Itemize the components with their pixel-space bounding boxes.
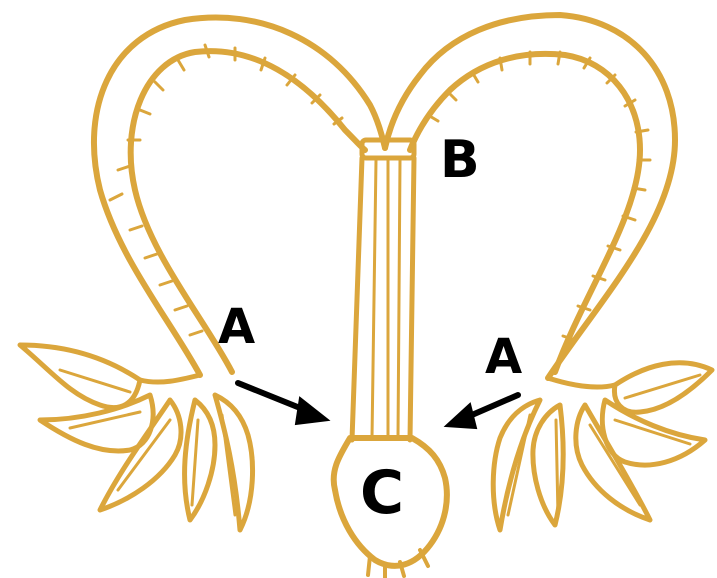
arrow-left xyxy=(238,383,328,424)
label-b: B xyxy=(440,134,480,186)
label-a-right: A xyxy=(485,333,522,381)
right-leaf-cluster xyxy=(493,363,712,530)
central-stem xyxy=(352,140,414,440)
left-leaf-cluster xyxy=(20,345,253,530)
label-c: C xyxy=(360,463,404,523)
right-arching-stem xyxy=(385,15,675,378)
label-a-left: A xyxy=(218,303,255,351)
